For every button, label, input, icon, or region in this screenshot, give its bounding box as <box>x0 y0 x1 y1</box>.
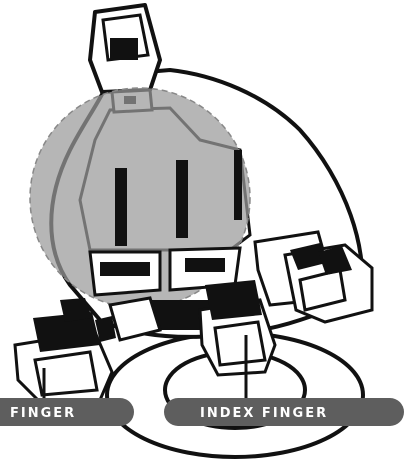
label-finger: FINGER <box>0 398 134 426</box>
label-index-finger: INDEX FINGER <box>164 398 404 426</box>
right-trigger-unit <box>253 230 374 324</box>
back-slots <box>115 150 242 246</box>
svg-text:FINGER: FINGER <box>10 406 76 421</box>
svg-text:INDEX FINGER: INDEX FINGER <box>200 406 328 421</box>
index-finger-unit <box>198 280 277 402</box>
center-small-buttons <box>95 296 162 342</box>
